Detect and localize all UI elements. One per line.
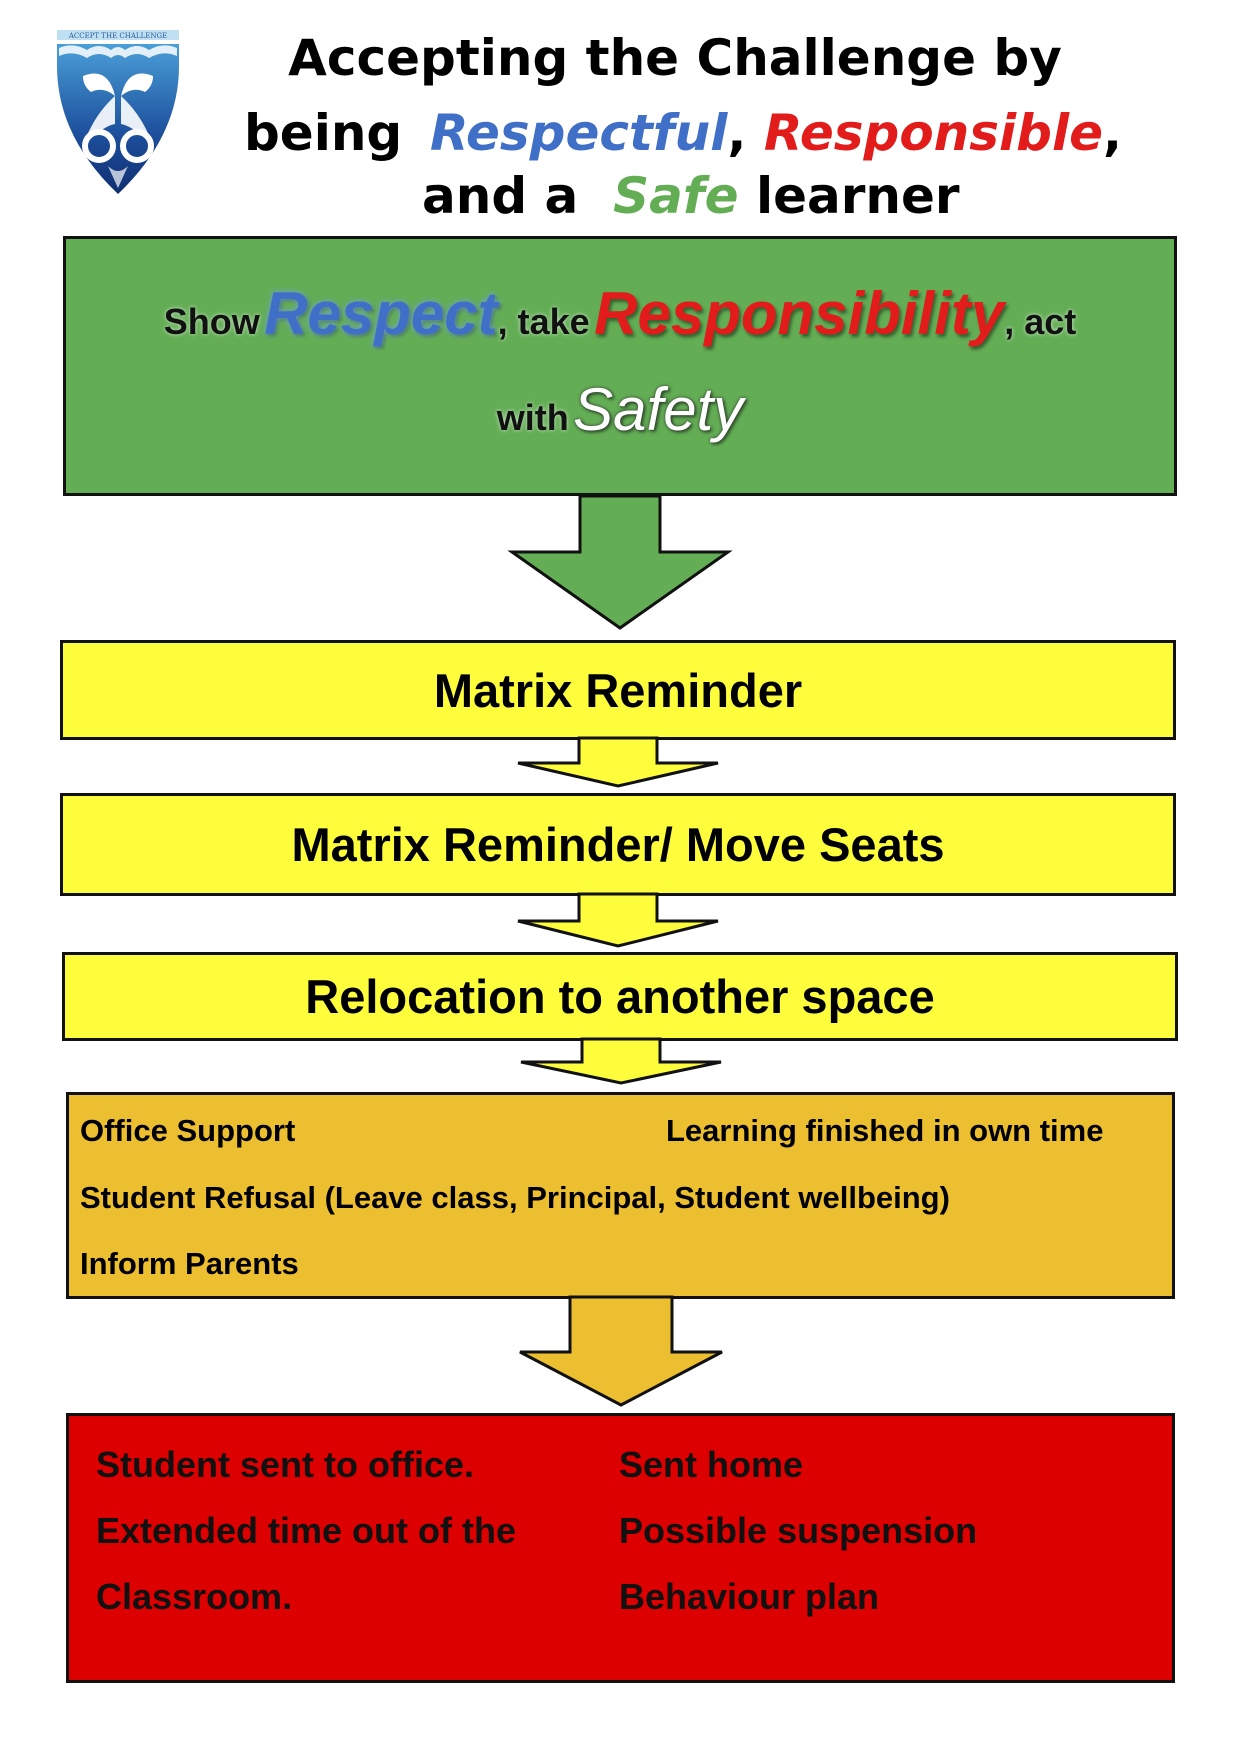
classroom-text: Classroom.: [96, 1576, 293, 1617]
title-learner: learner: [755, 167, 960, 225]
title-line3-wrap: and a Safe learner: [422, 166, 960, 226]
title-and-a: and a: [422, 167, 579, 225]
inform-parents-text: Inform Parents: [80, 1246, 299, 1281]
student-refusal-text: Student Refusal (Leave class, Principal,…: [80, 1180, 950, 1215]
values-line-2: with Safety: [66, 375, 1174, 444]
sent-home-text: Sent home: [619, 1444, 804, 1485]
title-safe: Safe: [613, 167, 739, 225]
page-title-line1: Accepting the Challenge by: [288, 29, 1062, 87]
values-show: Show: [163, 301, 260, 342]
behaviour-plan-text: Behaviour plan: [619, 1576, 880, 1617]
values-line-1: Show Respect, take Responsibility, act: [66, 279, 1174, 348]
values-safety: Safety: [573, 376, 744, 443]
office-consequence-box: Student sent to office. Extended time ou…: [66, 1413, 1175, 1683]
office-support-box: Office Support Learning finished in own …: [66, 1092, 1175, 1299]
title-respectful: Respectful: [430, 104, 728, 162]
step-matrix-reminder-move-seats: Matrix Reminder/ Move Seats: [60, 793, 1176, 896]
values-take: , take: [497, 301, 590, 342]
step-2-label: Matrix Reminder/ Move Seats: [291, 818, 945, 871]
title-being: being: [244, 104, 403, 162]
office-support-text: Office Support: [80, 1113, 296, 1148]
sent-to-office-text: Student sent to office.: [96, 1444, 474, 1485]
title-comma-1: ,: [727, 104, 747, 162]
step-3-label: Relocation to another space: [305, 970, 935, 1023]
possible-suspension-text: Possible suspension: [619, 1510, 978, 1551]
school-logo: ACCEPT THE CHALLENGE: [57, 30, 179, 194]
learning-finished-text: Learning finished in own time: [666, 1113, 1104, 1148]
step-relocation: Relocation to another space: [62, 952, 1178, 1041]
title-values: Respectful, Responsible,: [430, 103, 1122, 163]
step-matrix-reminder: Matrix Reminder: [60, 640, 1176, 740]
title-responsible: Responsible: [763, 104, 1104, 162]
values-act: , act: [1004, 301, 1077, 342]
values-respect: Respect: [264, 280, 498, 347]
logo-text: ACCEPT THE CHALLENGE: [68, 32, 167, 40]
values-with: with: [496, 397, 569, 438]
step-1-label: Matrix Reminder: [433, 663, 803, 717]
values-responsibility: Responsibility: [594, 280, 1005, 347]
title-comma-2: ,: [1103, 104, 1123, 162]
extended-time-text: Extended time out of the: [96, 1510, 517, 1551]
values-box: Show Respect, take Responsibility, act w…: [63, 236, 1177, 496]
